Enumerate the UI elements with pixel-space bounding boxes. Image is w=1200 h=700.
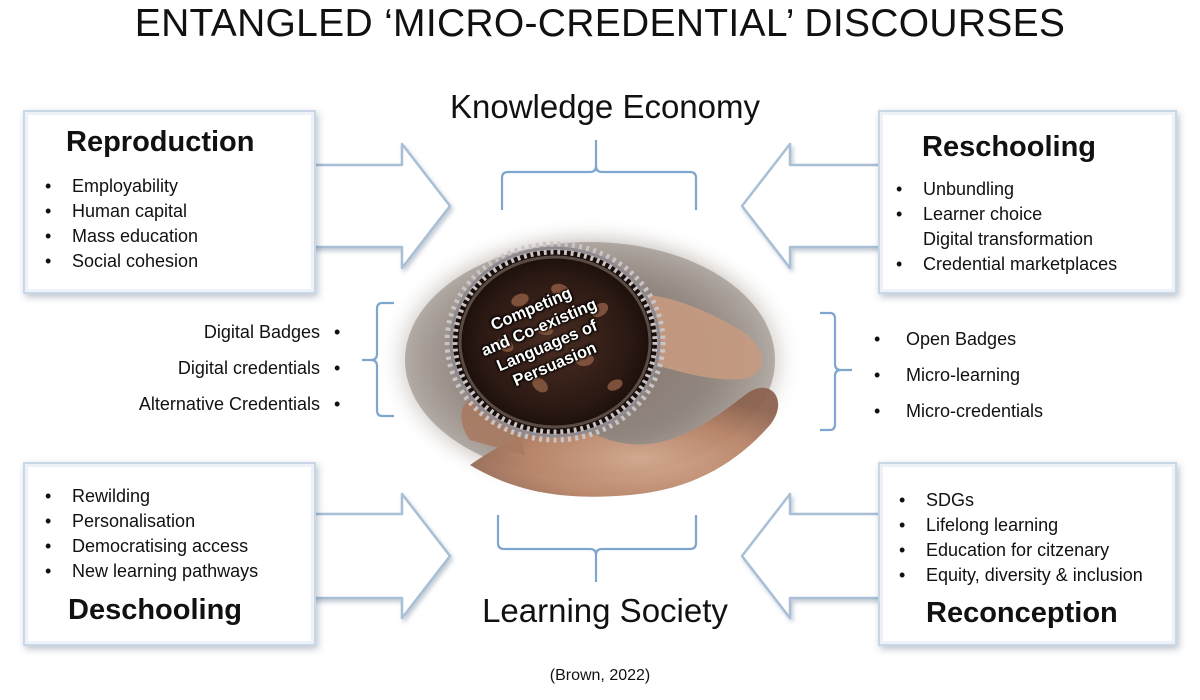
bracket-bottom: [496, 515, 698, 582]
bullet: •: [874, 329, 881, 349]
left-term: Digital Badges: [203, 322, 320, 342]
right-term: Micro-learning: [906, 365, 1021, 385]
reconception-box: •SDGs •Lifelong learning •Education for …: [878, 462, 1177, 646]
reconception-title: Reconception: [926, 597, 1118, 629]
knowledge-economy-label: Knowledge Economy: [449, 88, 761, 125]
bracket-left: [362, 301, 394, 418]
bullet: •: [874, 401, 881, 421]
reschooling-box: Reschooling •Unbundling •Learner choice …: [878, 110, 1177, 294]
bullet: •: [334, 322, 341, 342]
left-term: Alternative Credentials: [138, 394, 320, 414]
deschooling-box: •Rewilding •Personalisation •Democratisi…: [23, 462, 316, 646]
bullet: •: [334, 394, 341, 414]
left-terms-list: Digital Badges Digital credentials Alter…: [80, 314, 320, 422]
bullet: •: [334, 358, 341, 378]
hand-holding-ring-photo-icon: [380, 222, 800, 498]
reschooling-title: Reschooling: [922, 131, 1097, 163]
right-terms-list: Open Badges Micro-learning Micro-credent…: [906, 321, 1156, 429]
bullet: •: [874, 365, 881, 385]
left-term: Digital credentials: [177, 358, 320, 378]
left-terms-bullets: • • •: [334, 314, 348, 422]
reproduction-title: Reproduction: [66, 126, 255, 158]
learning-society-label: Learning Society: [482, 592, 728, 629]
citation: (Brown, 2022): [549, 667, 651, 684]
right-term: Open Badges: [906, 329, 1017, 349]
deschooling-title: Deschooling: [68, 594, 243, 626]
right-terms-bullets: • • •: [874, 321, 888, 429]
bracket-right: [820, 311, 852, 432]
right-term: Micro-credentials: [906, 401, 1044, 421]
reproduction-box: Reproduction •Employability •Human capit…: [23, 110, 316, 294]
diagram-title: ENTANGLED ‘MICRO-CREDENTIAL’ DISCOURSES: [134, 2, 1066, 45]
bracket-top: [500, 140, 698, 210]
